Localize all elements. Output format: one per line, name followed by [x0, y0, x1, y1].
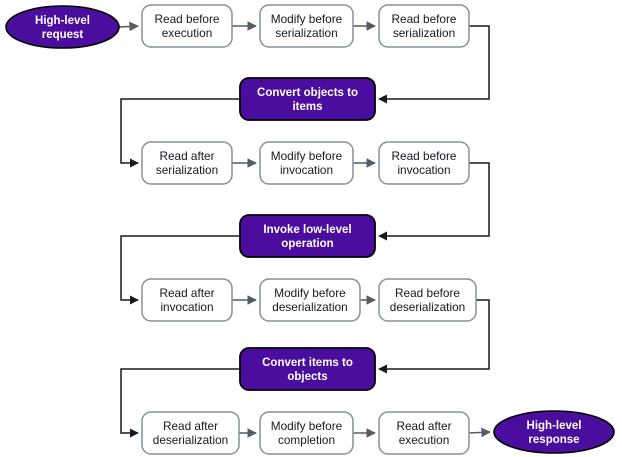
connector-c08: [378, 162, 490, 241]
connector-c01: [118, 21, 139, 32]
connectors-layer: [118, 21, 491, 438]
connector-c05: [120, 98, 240, 168]
node-shape-rect: [141, 411, 240, 455]
connector-c12: [378, 299, 490, 374]
node-shape-rect: [378, 4, 470, 48]
connector-c09: [120, 235, 240, 305]
node-shape-rect: [378, 141, 470, 185]
node-shape-rect: [378, 278, 477, 322]
node-shape-rect: [259, 141, 354, 185]
node-shape-rect: [239, 214, 376, 258]
node-shape-ellipse: [5, 5, 120, 49]
node-shape-rect: [239, 77, 376, 121]
node-shape-rect: [259, 4, 354, 48]
connector-c13: [120, 368, 240, 438]
connector-c16: [468, 427, 491, 438]
node-shape-rect: [141, 278, 233, 322]
connector-c04: [378, 25, 490, 104]
node-shape-rect: [141, 4, 233, 48]
node-shape-rect: [259, 411, 354, 455]
node-shape-rect: [378, 411, 470, 455]
node-shape-ellipse: [493, 410, 615, 454]
node-shape-rect: [259, 278, 361, 322]
node-shape-rect: [239, 347, 376, 391]
node-shape-rect: [141, 141, 233, 185]
